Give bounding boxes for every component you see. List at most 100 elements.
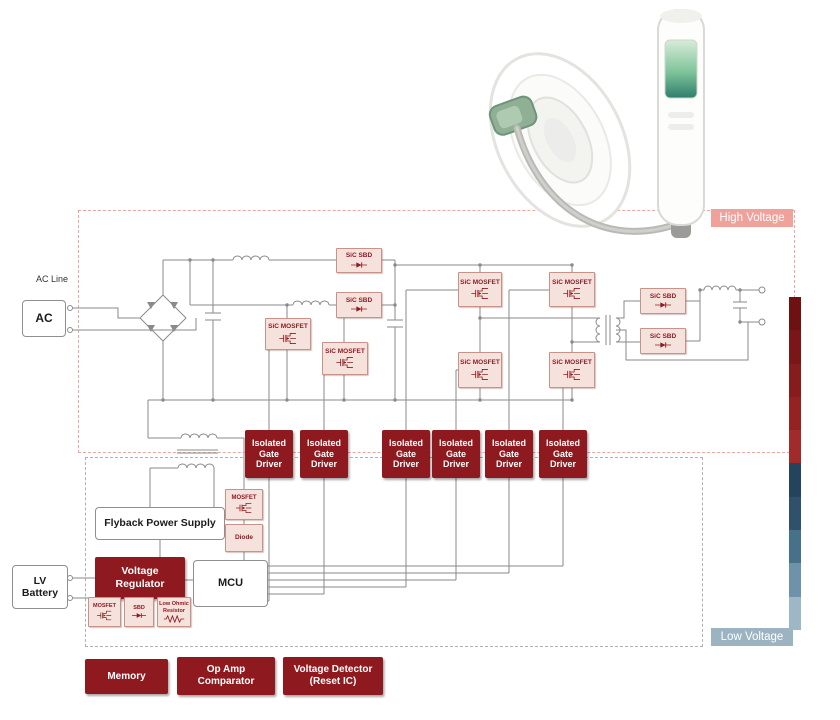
isolated-gate-driver-label: Isolated Gate Driver	[388, 438, 423, 470]
lv-battery-box: LV Battery	[12, 565, 68, 609]
low-voltage-label: Low Voltage	[711, 628, 793, 646]
sic-mosfet-chip: SiC MOSFET	[549, 272, 595, 307]
mosfet-symbol-icon	[278, 332, 298, 345]
chip-label: SiC MOSFET	[268, 323, 308, 331]
isolated-gate-driver-label: Isolated Gate Driver	[545, 438, 580, 470]
sic-sbd-chip: SiC SBD	[336, 248, 382, 273]
mosfet-symbol-icon	[96, 610, 113, 621]
voltage-bar-segment	[789, 530, 801, 564]
sic-sbd-chip: SiC SBD	[640, 288, 686, 314]
voltage-bar-segment	[789, 496, 801, 531]
voltage-bar-segment	[789, 430, 801, 464]
diode-symbol-icon	[653, 301, 673, 309]
bridge-rectifier	[139, 294, 187, 342]
ac-line-label: AC Line	[36, 274, 69, 284]
diode-symbol-icon	[349, 261, 369, 269]
low-voltage-label-text: Low Voltage	[720, 631, 784, 643]
chip-label: Low Ohmic Resistor	[159, 601, 189, 614]
mosfet-chip: MOSFET	[225, 489, 263, 520]
high-voltage-label: High Voltage	[711, 209, 793, 227]
flyback-power-supply-label: Flyback Power Supply	[104, 517, 216, 530]
ac-source-box: AC	[22, 300, 66, 337]
chip-label: SiC MOSFET	[460, 359, 500, 367]
isolated-gate-driver-block: Isolated Gate Driver	[382, 430, 430, 478]
mosfet-symbol-icon	[335, 356, 355, 369]
chip-label: MOSFET	[93, 602, 116, 609]
isolated-gate-driver-block: Isolated Gate Driver	[539, 430, 587, 478]
isolated-gate-driver-block: Isolated Gate Driver	[432, 430, 480, 478]
flyback-coils	[177, 433, 218, 469]
chip-label: SiC SBD	[345, 252, 373, 260]
chip-label: SiC MOSFET	[325, 347, 365, 355]
low-ohmic-resistor-chip: Low Ohmic Resistor	[157, 597, 191, 627]
voltage-bar-segment	[789, 563, 801, 597]
voltage-bar-segment	[789, 297, 801, 331]
sic-sbd-chip: SiC SBD	[640, 328, 686, 354]
chip-label: SiC SBD	[649, 292, 677, 300]
control-wires	[73, 478, 564, 602]
chip-label: SiC MOSFET	[460, 278, 500, 286]
voltage-bar-segment	[789, 363, 801, 397]
pfc-inductors	[232, 255, 330, 306]
chip-label: SiC MOSFET	[552, 278, 592, 286]
sic-mosfet-chip: SiC MOSFET	[322, 342, 368, 375]
voltage-regulator-label: Voltage Regulator	[115, 565, 165, 590]
ev-charger-photo	[475, 0, 730, 258]
isolated-gate-driver-label: Isolated Gate Driver	[438, 438, 473, 470]
mosfet-symbol-icon	[470, 368, 490, 381]
diode-chip: Diode	[225, 524, 263, 552]
voltage-bar-segment	[789, 396, 801, 431]
mosfet-symbol-icon	[562, 287, 582, 300]
op-amp-comparator-label: Op Amp Comparator	[197, 664, 255, 687]
pfc-rails	[163, 259, 403, 400]
diode-symbol-icon	[130, 612, 148, 619]
high-voltage-label-text: High Voltage	[719, 212, 785, 224]
ac-source-label: AC	[35, 310, 53, 325]
isolated-gate-driver-block: Isolated Gate Driver	[245, 430, 293, 478]
mcu-box: MCU	[193, 560, 268, 607]
mosfet-symbol-icon	[470, 287, 490, 300]
mosfet-symbol-icon	[235, 502, 253, 514]
voltage-detector-block: Voltage Detector (Reset IC)	[283, 657, 383, 695]
sic-mosfet-chip: SiC MOSFET	[549, 352, 595, 388]
ac-input-wires	[73, 260, 197, 400]
isolated-gate-driver-label: Isolated Gate Driver	[306, 438, 341, 470]
voltage-bar-segment	[789, 463, 801, 497]
isolated-gate-driver-block: Isolated Gate Driver	[300, 430, 348, 478]
voltage-color-bar	[789, 297, 801, 630]
voltage-detector-label: Voltage Detector (Reset IC)	[293, 664, 373, 687]
chip-label: Diode	[234, 534, 254, 542]
isolated-gate-driver-block: Isolated Gate Driver	[485, 430, 533, 478]
sic-sbd-chip: SiC SBD	[336, 292, 382, 318]
sic-mosfet-chip: SiC MOSFET	[458, 352, 502, 388]
chip-label: MOSFET	[231, 494, 257, 501]
gun-display-screen	[664, 39, 698, 99]
chip-label: SiC MOSFET	[552, 359, 592, 367]
charge-port-body	[488, 52, 632, 228]
output-inductor	[703, 285, 737, 291]
isolated-gate-driver-label: Isolated Gate Driver	[491, 438, 526, 470]
sbd-chip: SBD	[124, 597, 154, 627]
ev-charger-illustration	[488, 9, 705, 238]
mcu-label: MCU	[217, 577, 244, 590]
voltage-bar-segment	[789, 596, 801, 630]
diode-symbol-icon	[653, 341, 673, 349]
bridge-diode-icons	[147, 302, 178, 332]
memory-block: Memory	[85, 659, 168, 694]
voltage-regulator-block: Voltage Regulator	[95, 557, 185, 599]
mosfet-symbol-icon	[562, 368, 582, 381]
lv-battery-label: LV Battery	[21, 574, 59, 599]
output-stage-wires	[616, 289, 762, 361]
chip-label: SiC SBD	[649, 332, 677, 340]
sic-mosfet-chip: SiC MOSFET	[458, 272, 502, 307]
full-bridge-rails	[147, 264, 600, 438]
chip-label: SBD	[133, 604, 145, 611]
resistor-symbol-icon	[163, 615, 185, 623]
isolated-gate-driver-label: Isolated Gate Driver	[251, 438, 286, 470]
op-amp-comparator-block: Op Amp Comparator	[177, 657, 275, 695]
terminal-circles	[67, 286, 766, 601]
gate-drive-wires	[268, 289, 564, 430]
sic-mosfet-chip: SiC MOSFET	[265, 318, 311, 350]
charging-gun	[657, 9, 705, 238]
